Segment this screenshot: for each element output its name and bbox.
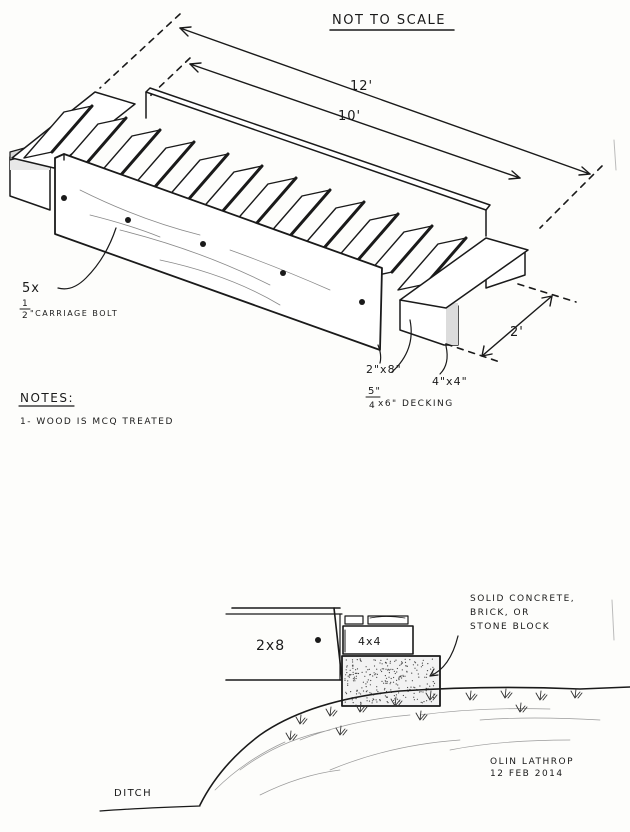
grass-tuft bbox=[535, 690, 548, 701]
grass-tuft bbox=[285, 730, 298, 741]
grass-tuft bbox=[500, 688, 513, 699]
decking-boards bbox=[11, 91, 529, 309]
bolt-label-text: "CARRIAGE BOLT bbox=[30, 309, 118, 318]
bolt-frac-num: 1 bbox=[22, 299, 29, 309]
grass-tuft bbox=[390, 696, 403, 707]
bolt-count-label: 5x bbox=[22, 281, 40, 296]
front-rail bbox=[54, 153, 383, 351]
dimension-2ft: 2' bbox=[445, 283, 577, 363]
grass-tuft bbox=[295, 714, 308, 725]
deck-board-gap bbox=[186, 152, 230, 202]
deck-board-gap bbox=[118, 128, 162, 178]
deck-board-gap bbox=[84, 116, 128, 166]
deck-board bbox=[399, 237, 529, 309]
grass-tuft bbox=[515, 702, 528, 713]
label-2x8-leader bbox=[377, 344, 382, 364]
grass-tuft bbox=[325, 706, 338, 717]
dimension-2-label: 2' bbox=[510, 325, 524, 340]
support-note-line-2: BRICK, OR bbox=[470, 608, 530, 618]
grass-tuft bbox=[570, 688, 583, 699]
scan-edge-mark bbox=[613, 139, 617, 171]
section-label-4x4: 4x4 bbox=[358, 635, 382, 648]
back-rail bbox=[145, 87, 491, 237]
grass-tuft bbox=[415, 710, 428, 721]
deck-board-gap bbox=[390, 224, 434, 274]
scan-edge-mark bbox=[611, 599, 615, 641]
section-label-2x8: 2x8 bbox=[256, 638, 285, 654]
deck-board-gap bbox=[322, 200, 366, 250]
dimension-12-label: 12' bbox=[350, 79, 373, 94]
label-2x8-top: 2"x8" bbox=[366, 363, 402, 376]
signature-date: 12 FEB 2014 bbox=[490, 769, 564, 779]
decking-label-text: x6" DECKING bbox=[378, 399, 454, 409]
grass-tuft bbox=[465, 690, 478, 701]
not-to-scale-title: NOT TO SCALE bbox=[332, 13, 446, 28]
decking-frac-den: 4 bbox=[369, 401, 376, 411]
support-note-line-1: SOLID CONCRETE, bbox=[470, 594, 575, 604]
dimension-10ft: 10' bbox=[147, 57, 521, 180]
bolt-frac-den: 2 bbox=[22, 311, 29, 321]
deck-board-gap bbox=[220, 164, 264, 214]
bolt-leader bbox=[57, 227, 117, 290]
grass-tuft bbox=[335, 725, 348, 736]
deck-board-gap bbox=[288, 188, 332, 238]
label-4x4-leader bbox=[439, 345, 448, 375]
deck-board-gap bbox=[356, 212, 400, 262]
deck-board-gap bbox=[50, 104, 94, 154]
section-view: 2x8 4x4 SOLID CONCRETE, BRICK, OR STONE … bbox=[99, 594, 630, 812]
section-bolt bbox=[315, 637, 321, 643]
decking-leader bbox=[391, 319, 412, 373]
concrete-block bbox=[341, 655, 441, 707]
grass-tuft bbox=[425, 690, 438, 701]
decking-frac-num: 5" bbox=[368, 386, 381, 397]
notes-heading: NOTES: bbox=[20, 391, 74, 405]
carriage-bolts bbox=[61, 195, 365, 305]
ditch-label: DITCH bbox=[114, 788, 152, 799]
label-4x4-top: 4"x4" bbox=[432, 375, 468, 388]
dimension-10-label: 10' bbox=[338, 109, 361, 124]
deck-board-gap bbox=[254, 176, 298, 226]
deck-board-gap bbox=[152, 140, 196, 190]
support-note-line-3: STONE BLOCK bbox=[470, 622, 550, 632]
dimension-12ft: 12' bbox=[99, 13, 603, 229]
notes-item-1: 1- WOOD IS MCQ TREATED bbox=[20, 417, 174, 427]
signature-name: OLIN LATHROP bbox=[490, 757, 574, 767]
grass-tuft bbox=[355, 702, 368, 713]
concrete-stipple bbox=[344, 658, 436, 704]
